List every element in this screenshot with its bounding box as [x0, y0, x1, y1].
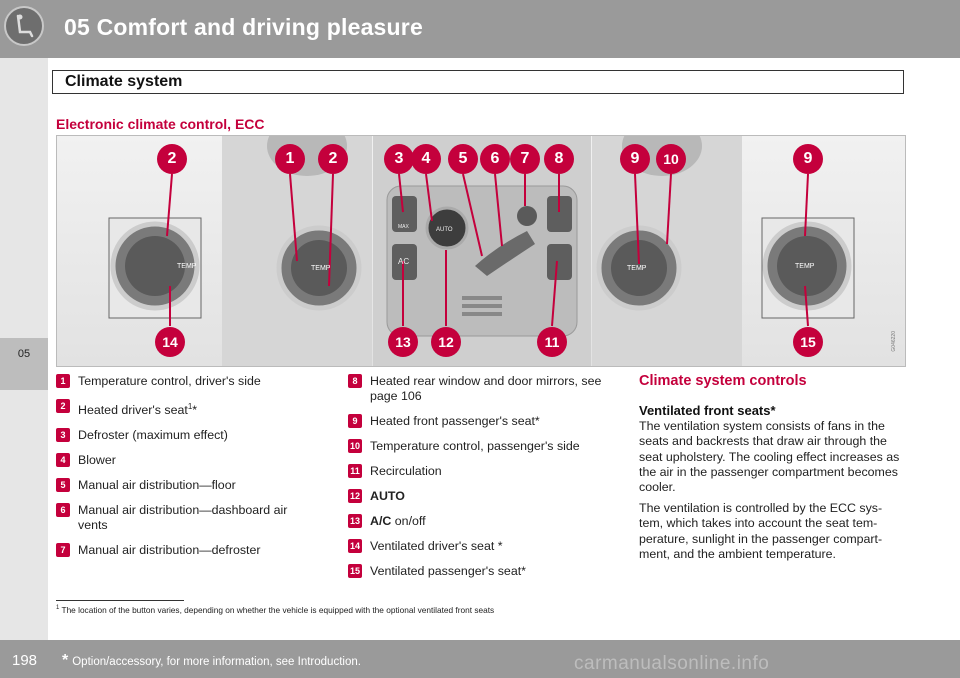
callout-14: 14: [155, 327, 185, 357]
vent-heading: Ventilated front seats*: [639, 403, 776, 418]
section-box: Climate system: [52, 70, 904, 94]
seat-icon: [0, 0, 48, 58]
callout-9-right: 9: [793, 144, 823, 174]
svg-text:TEMP: TEMP: [311, 265, 331, 272]
vent-paragraph-2: The ventilation is controlled by the ECC…: [639, 501, 883, 561]
chapter-number: 05: [17, 348, 31, 360]
vent-paragraph-1: The ventilation system consists of fans …: [639, 419, 900, 495]
callout-6: 6: [480, 144, 510, 174]
callout-4: 4: [411, 144, 441, 174]
callout-13: 13: [388, 327, 418, 357]
callout-8: 8: [544, 144, 574, 174]
temp-label: TEMP: [177, 263, 197, 270]
callout-7: 7: [510, 144, 540, 174]
controls-heading: Climate system controls: [639, 373, 807, 389]
svg-text:TEMP: TEMP: [627, 265, 647, 272]
callout-15: 15: [793, 327, 823, 357]
callout-3: 3: [384, 144, 414, 174]
section-title: Climate system: [65, 73, 183, 90]
svg-text:AUTO: AUTO: [436, 227, 453, 233]
svg-text:TEMP: TEMP: [795, 263, 815, 270]
callout-5: 5: [448, 144, 478, 174]
figure-code: G046220: [891, 331, 897, 352]
footer-note: *Option/accessory, for more information,…: [62, 652, 361, 669]
ecc-panel-illustration: TEMP TEMP TEMP TEMP MAX AUTO AC: [108, 136, 855, 366]
watermark: carmanualsonline.info: [574, 653, 770, 674]
callout-9: 9: [620, 144, 650, 174]
callout-1: 1: [275, 144, 305, 174]
ecc-panel-figure: TEMP TEMP TEMP TEMP MAX AUTO AC 2 1 2 3 …: [56, 135, 906, 367]
callout-11: 11: [537, 327, 567, 357]
callout-12: 12: [431, 327, 461, 357]
chapter-tab: [0, 338, 48, 390]
svg-text:MAX: MAX: [398, 224, 410, 230]
footnote: 1 The location of the button varies, dep…: [56, 605, 495, 615]
page-header: [0, 0, 960, 58]
page-footer: [0, 640, 960, 678]
footnote-rule: [56, 600, 184, 601]
page-title: 05 Comfort and driving pleasure: [64, 14, 423, 40]
callout-2: 2: [318, 144, 348, 174]
callout-10: 10: [656, 144, 686, 174]
page-number: 198: [12, 652, 38, 669]
callout-2-left: 2: [157, 144, 187, 174]
sub-heading: Electronic climate control, ECC: [56, 116, 265, 132]
svg-text:AC: AC: [398, 257, 409, 266]
